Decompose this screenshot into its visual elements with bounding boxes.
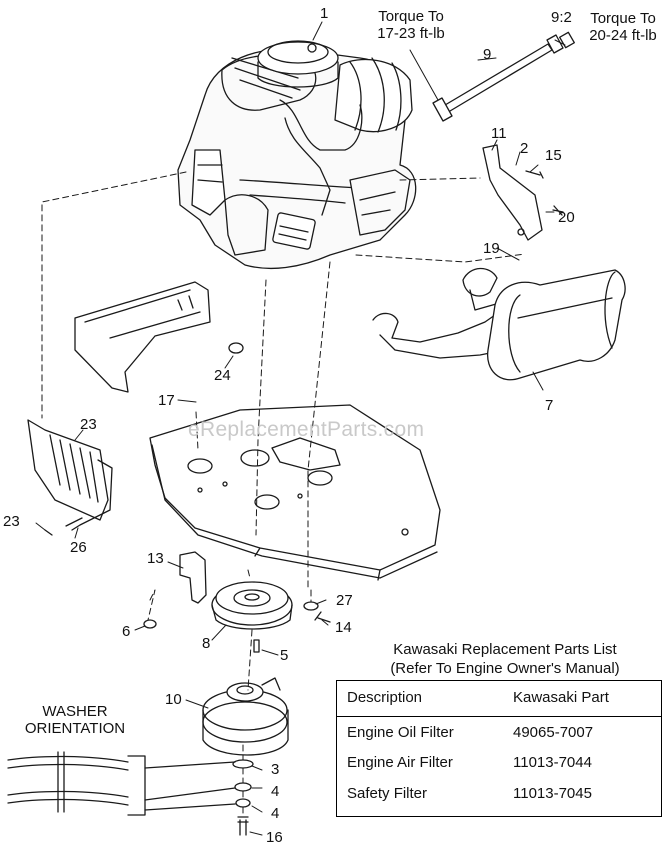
table-row: Engine Oil Filter 49065-7007 bbox=[337, 724, 661, 744]
callout-7: 7 bbox=[545, 397, 554, 414]
callout-16: 16 bbox=[266, 829, 283, 846]
callout-23: 23 bbox=[3, 513, 20, 530]
column-header-description: Description bbox=[347, 689, 423, 706]
callout-9: 9 bbox=[483, 46, 492, 63]
washer-orientation-detail bbox=[7, 751, 236, 816]
callout-20: 20 bbox=[558, 209, 575, 226]
callout-13: 13 bbox=[147, 550, 164, 567]
torque-note-line: Torque To bbox=[590, 10, 656, 27]
table-row: Engine Air Filter 11013-7044 bbox=[337, 754, 661, 774]
part-description: Engine Air Filter bbox=[347, 754, 453, 771]
torque-note-line: Torque To bbox=[378, 8, 444, 25]
callout-17: 17 bbox=[158, 392, 175, 409]
ratio-label: 9:2 bbox=[551, 9, 572, 26]
parts-list-heading-line: Kawasaki Replacement Parts List bbox=[393, 641, 617, 658]
table-divider bbox=[337, 716, 661, 717]
callout-27: 27 bbox=[336, 592, 353, 609]
torque-note-fitting: Torque To 20-24 ft-lb bbox=[580, 10, 666, 44]
callout-6: 6 bbox=[122, 623, 131, 640]
clutch-bracket-part-13 bbox=[143, 551, 207, 629]
callout-3: 3 bbox=[271, 761, 280, 778]
torque-note-dipstick: Torque To 17-23 ft-lb bbox=[365, 8, 457, 42]
callout-14: 14 bbox=[335, 619, 352, 636]
callout-10: 10 bbox=[165, 691, 182, 708]
dipstick-tube-part-9 bbox=[432, 31, 575, 122]
callout-1: 1 bbox=[320, 5, 329, 22]
callout-5: 5 bbox=[280, 647, 289, 664]
torque-note-line: 20-24 ft-lb bbox=[589, 27, 657, 44]
callout-19: 19 bbox=[483, 240, 500, 257]
part-description: Engine Oil Filter bbox=[347, 724, 454, 741]
engine-deck-plate bbox=[149, 404, 441, 581]
part-number: 49065-7007 bbox=[513, 724, 594, 741]
washer-orientation-line: ORIENTATION bbox=[24, 720, 126, 737]
table-row: Safety Filter 11013-7045 bbox=[337, 785, 661, 805]
callout-24: 24 bbox=[214, 367, 231, 384]
callout-2: 2 bbox=[520, 140, 529, 157]
watermark: eReplacementParts.com bbox=[188, 418, 425, 441]
oil-cooler-part-23 bbox=[27, 419, 113, 536]
parts-list-header-row: Description Kawasaki Part bbox=[337, 689, 661, 709]
column-header-part: Kawasaki Part bbox=[513, 689, 609, 706]
parts-list-heading: Kawasaki Replacement Parts List (Refer T… bbox=[345, 640, 665, 678]
callout-8: 8 bbox=[202, 635, 211, 652]
assembly-guide-lines bbox=[41, 171, 526, 816]
pulley-part-8 bbox=[211, 581, 293, 630]
callout-4: 4 bbox=[271, 783, 280, 800]
callout-11: 11 bbox=[491, 125, 507, 142]
torque-note-line: 17-23 ft-lb bbox=[377, 25, 445, 42]
parts-list-table: Description Kawasaki Part Engine Oil Fil… bbox=[336, 680, 662, 817]
electric-clutch-part-10 bbox=[202, 677, 289, 756]
callout-23: 23 bbox=[80, 416, 97, 433]
engine-shield-part-24 bbox=[74, 281, 244, 393]
callout-15: 15 bbox=[545, 147, 562, 164]
part-number: 11013-7044 bbox=[513, 754, 592, 771]
callout-4: 4 bbox=[271, 805, 280, 822]
part-description: Safety Filter bbox=[347, 785, 428, 802]
parts-list-heading-line: (Refer To Engine Owner's Manual) bbox=[390, 660, 620, 677]
leader-lines bbox=[35, 21, 566, 836]
callout-26: 26 bbox=[70, 539, 87, 556]
part-number: 11013-7045 bbox=[513, 785, 592, 802]
engine-assembly bbox=[177, 40, 417, 270]
washer-orientation-line: WASHER bbox=[42, 703, 108, 720]
muffler-bracket-part-11 bbox=[482, 144, 564, 241]
washer-orientation-title: WASHER ORIENTATION bbox=[5, 703, 145, 737]
muffler-part-7 bbox=[372, 267, 626, 381]
